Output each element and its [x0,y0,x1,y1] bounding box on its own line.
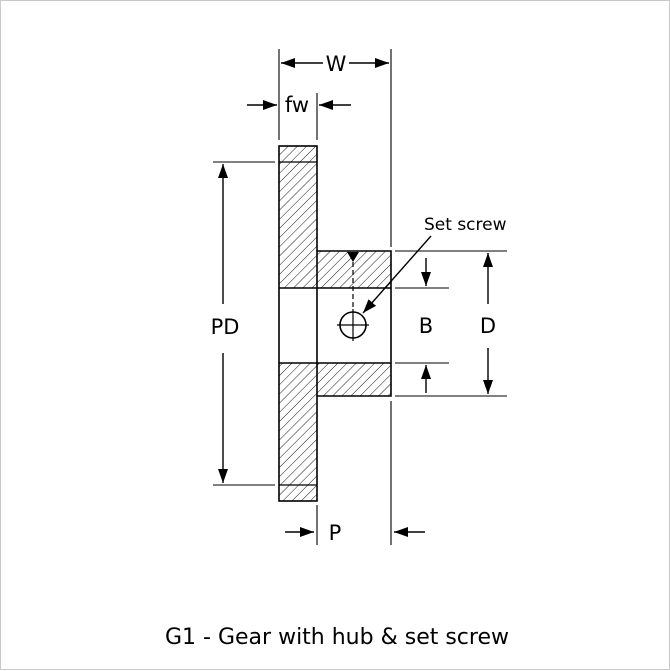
dimension-overall-width: W [281,52,389,76]
dimension-face-width: fw [247,93,351,117]
set-screw-countersink [347,252,359,262]
set-screw-label: Set screw [424,215,507,235]
dim-label-face-width: fw [285,93,309,117]
dimension-hub-diameter: D [480,253,496,394]
dimension-pitch-diameter: PD [211,164,240,483]
extension-lines [213,49,507,545]
dim-label-hub-diameter: D [480,314,496,338]
set-screw-callout: Set screw [362,215,507,314]
gear-body-upper-hatch [279,146,317,288]
dim-label-overall-width: W [326,52,347,76]
gear-body-lower-hatch [279,363,317,501]
dim-label-bore: B [419,314,433,338]
gear-outline [278,145,392,502]
hub-outline [317,250,392,397]
hub-lower-hatch [317,363,391,396]
dimension-bore: B [419,258,433,393]
gear-body-outline [278,145,318,502]
dim-label-pitch-diameter: PD [211,315,240,339]
set-screw-hole [337,252,369,341]
set-screw-leader-line [362,235,432,314]
figure-caption: G1 - Gear with hub & set screw [165,625,509,650]
section-hatching [279,146,391,501]
dim-label-hub-projection: P [329,521,342,545]
dimension-hub-projection: P [285,521,425,545]
